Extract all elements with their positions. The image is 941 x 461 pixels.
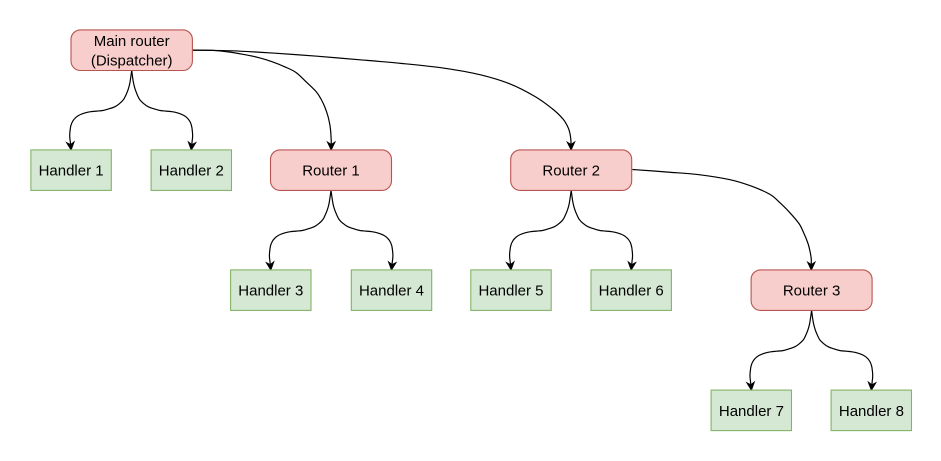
svg-text:Handler 7: Handler 7: [719, 403, 784, 420]
svg-text:Handler 5: Handler 5: [478, 283, 543, 300]
svg-text:Handler 1: Handler 1: [39, 163, 104, 180]
svg-text:Router 2: Router 2: [542, 163, 600, 180]
svg-text:Router 1: Router 1: [302, 163, 360, 180]
svg-text:Handler 6: Handler 6: [599, 283, 664, 300]
svg-text:(Dispatcher): (Dispatcher): [91, 52, 173, 69]
svg-text:Main router: Main router: [94, 33, 170, 50]
svg-text:Router 3: Router 3: [783, 283, 841, 300]
svg-text:Handler 4: Handler 4: [359, 283, 424, 300]
svg-text:Handler 8: Handler 8: [839, 403, 904, 420]
svg-text:Handler 3: Handler 3: [238, 283, 303, 300]
svg-text:Handler 2: Handler 2: [159, 163, 224, 180]
